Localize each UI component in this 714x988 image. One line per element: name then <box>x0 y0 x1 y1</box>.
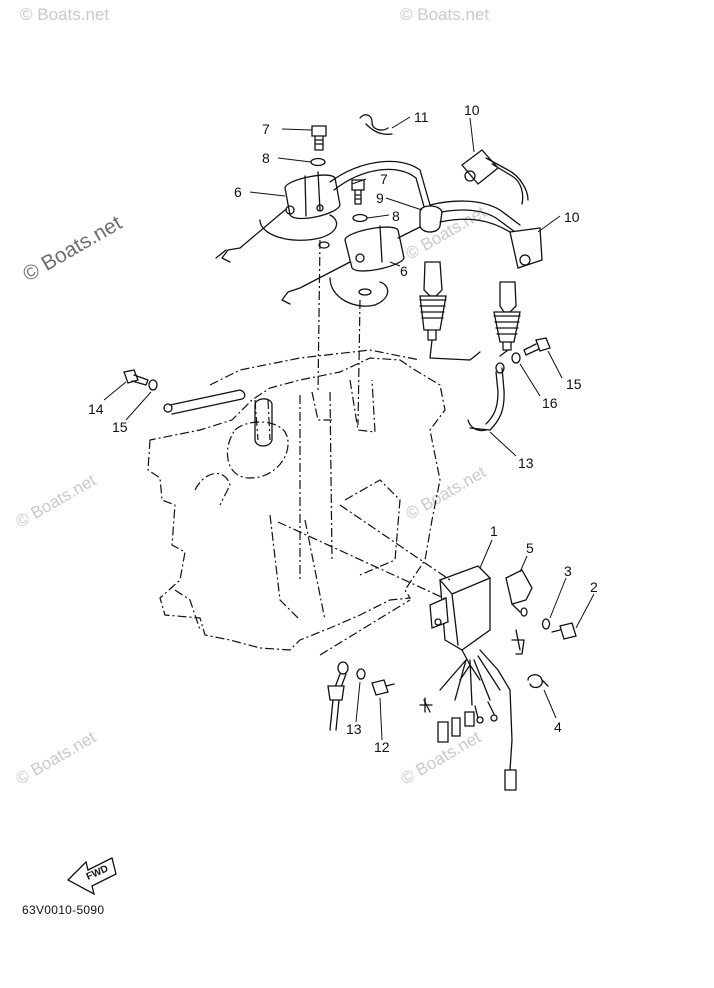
callout-10: 10 <box>464 102 480 118</box>
washer-icon <box>310 157 326 167</box>
callout-16: 16 <box>542 395 558 411</box>
watermark-primary: © Boats.net <box>19 211 126 286</box>
spark-plug-boss <box>254 398 273 447</box>
watermark: © Boats.net <box>403 462 490 523</box>
callout-13: 13 <box>346 721 362 737</box>
callout-16: 15 <box>112 419 128 435</box>
watermark: © Boats.net <box>13 727 100 788</box>
bolt-icon <box>123 369 149 386</box>
callout-6: 6 <box>234 184 242 200</box>
watermark: © Boats.net <box>400 5 489 24</box>
bracket-icon <box>505 569 533 617</box>
callout-6: 6 <box>400 263 408 279</box>
engine-block <box>147 349 446 656</box>
washer-icon <box>352 213 368 223</box>
callout-7: 7 <box>262 121 270 137</box>
leader-lines <box>103 116 595 741</box>
watermark: © Boats.net <box>13 470 100 531</box>
callout-3: 3 <box>564 563 572 579</box>
fwd-arrow-icon: FWD <box>66 857 117 896</box>
wire-clamp-icon <box>359 114 393 135</box>
bolt-icon <box>523 337 551 356</box>
spark-plug-icon <box>493 281 521 351</box>
ground-wire <box>327 661 349 731</box>
spark-plug-icon <box>419 261 447 341</box>
cdi-unit <box>419 565 517 791</box>
ring-terminal <box>163 403 173 413</box>
washer-icon <box>511 352 521 364</box>
callout-10: 10 <box>564 209 580 225</box>
washer-icon <box>318 241 330 249</box>
callout-4: 4 <box>554 719 562 735</box>
diagram-code: 63V0010-5090 <box>22 903 105 917</box>
ground-lead <box>469 367 505 431</box>
bolt-icon <box>311 125 327 151</box>
callout-12: 12 <box>374 739 390 755</box>
callout-1: 1 <box>490 523 498 539</box>
callout-15: 14 <box>88 401 104 417</box>
washer-icon <box>356 668 366 680</box>
washer-icon <box>541 618 551 630</box>
ignition-coil-lower <box>281 221 431 307</box>
ignition-coil-upper <box>215 160 431 263</box>
wire-clamp-icon <box>527 674 549 689</box>
callout-8: 8 <box>262 150 270 166</box>
callout-9: 9 <box>376 190 384 206</box>
callout-7: 7 <box>380 171 388 187</box>
watermark: © Boats.net <box>20 5 109 24</box>
callout-labels: 7 8 6 7 8 9 10 10 11 6 14 15 15 16 13 1 … <box>88 102 598 755</box>
callout-2: 2 <box>590 579 598 595</box>
callout-5: 5 <box>526 540 534 556</box>
high-tension-cord <box>419 149 543 269</box>
bolt-icon <box>371 679 395 696</box>
oil-dipstick-tube <box>169 389 246 415</box>
washer-icon <box>148 379 158 391</box>
callout-14: 13 <box>518 455 534 471</box>
bolt-icon <box>351 179 365 205</box>
bolt-icon <box>551 622 577 640</box>
callout-11: 11 <box>414 109 429 125</box>
callout-8: 8 <box>392 208 400 224</box>
callout-15: 15 <box>566 376 582 392</box>
